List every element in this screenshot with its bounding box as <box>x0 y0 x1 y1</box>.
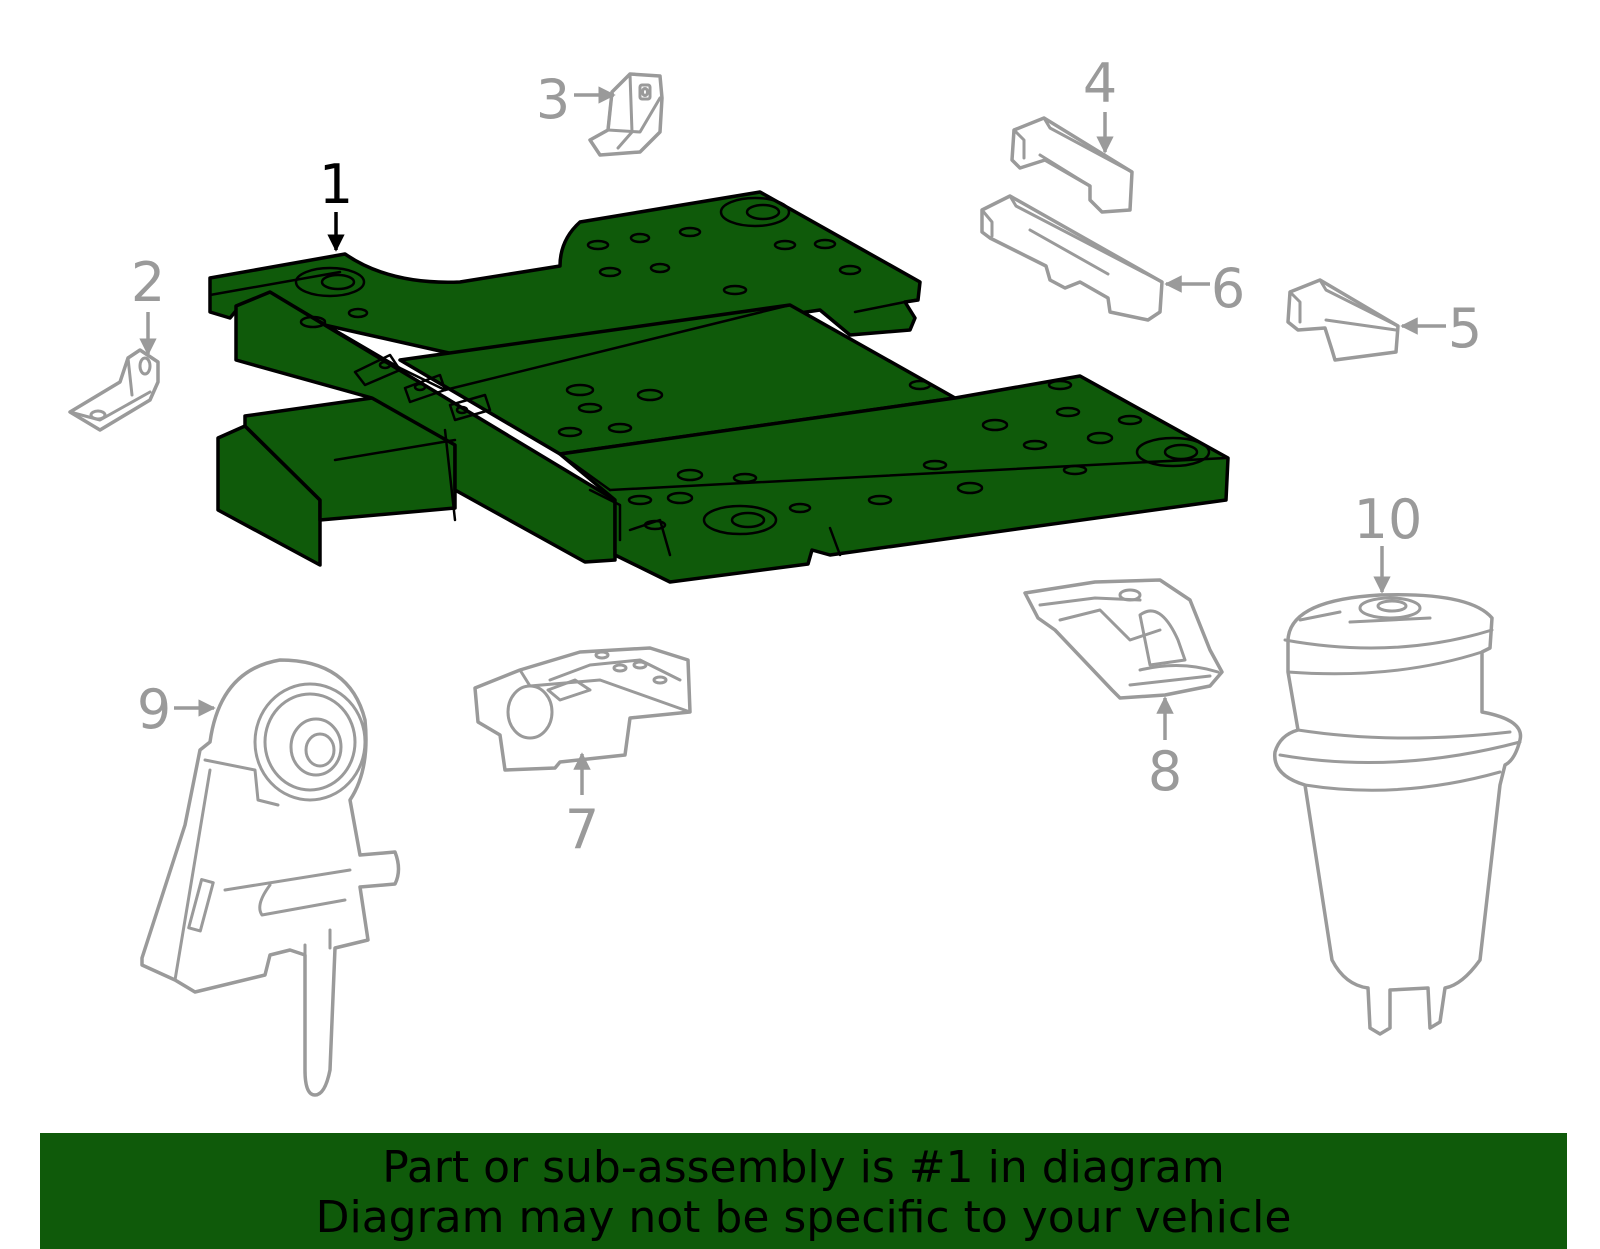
callout-1[interactable]: 1 <box>319 153 353 216</box>
part-2-small-bracket[interactable] <box>68 348 160 432</box>
callout-10[interactable]: 10 <box>1354 488 1423 551</box>
part-10-air-spring[interactable] <box>1273 592 1523 1036</box>
part-8-mount[interactable] <box>1023 578 1224 700</box>
callout-4[interactable]: 4 <box>1083 52 1117 115</box>
callout-7[interactable]: 7 <box>565 798 599 861</box>
callout-2[interactable]: 2 <box>131 251 165 314</box>
part-4-bracket[interactable] <box>1010 116 1134 214</box>
part-1-crossmember-bracket[interactable] <box>208 190 1230 584</box>
part-3-clip[interactable] <box>588 72 664 157</box>
part-6-bracket[interactable] <box>980 194 1164 322</box>
banner-line-1: Part or sub-assembly is #1 in diagram <box>382 1142 1225 1193</box>
banner-line-2: Diagram may not be specific to your vehi… <box>315 1192 1292 1243</box>
part-5-bracket[interactable] <box>1286 278 1400 362</box>
callout-6[interactable]: 6 <box>1211 257 1245 320</box>
callout-8[interactable]: 8 <box>1148 740 1182 803</box>
part-7-mount-bracket[interactable] <box>473 646 692 772</box>
callout-3[interactable]: 3 <box>536 68 570 131</box>
callout-5[interactable]: 5 <box>1448 297 1482 360</box>
info-banner: Part or sub-assembly is #1 in diagram Di… <box>40 1133 1567 1249</box>
callout-arrows <box>139 86 1446 795</box>
part-9-engine-mount[interactable] <box>140 658 401 1097</box>
callout-9[interactable]: 9 <box>137 678 171 741</box>
